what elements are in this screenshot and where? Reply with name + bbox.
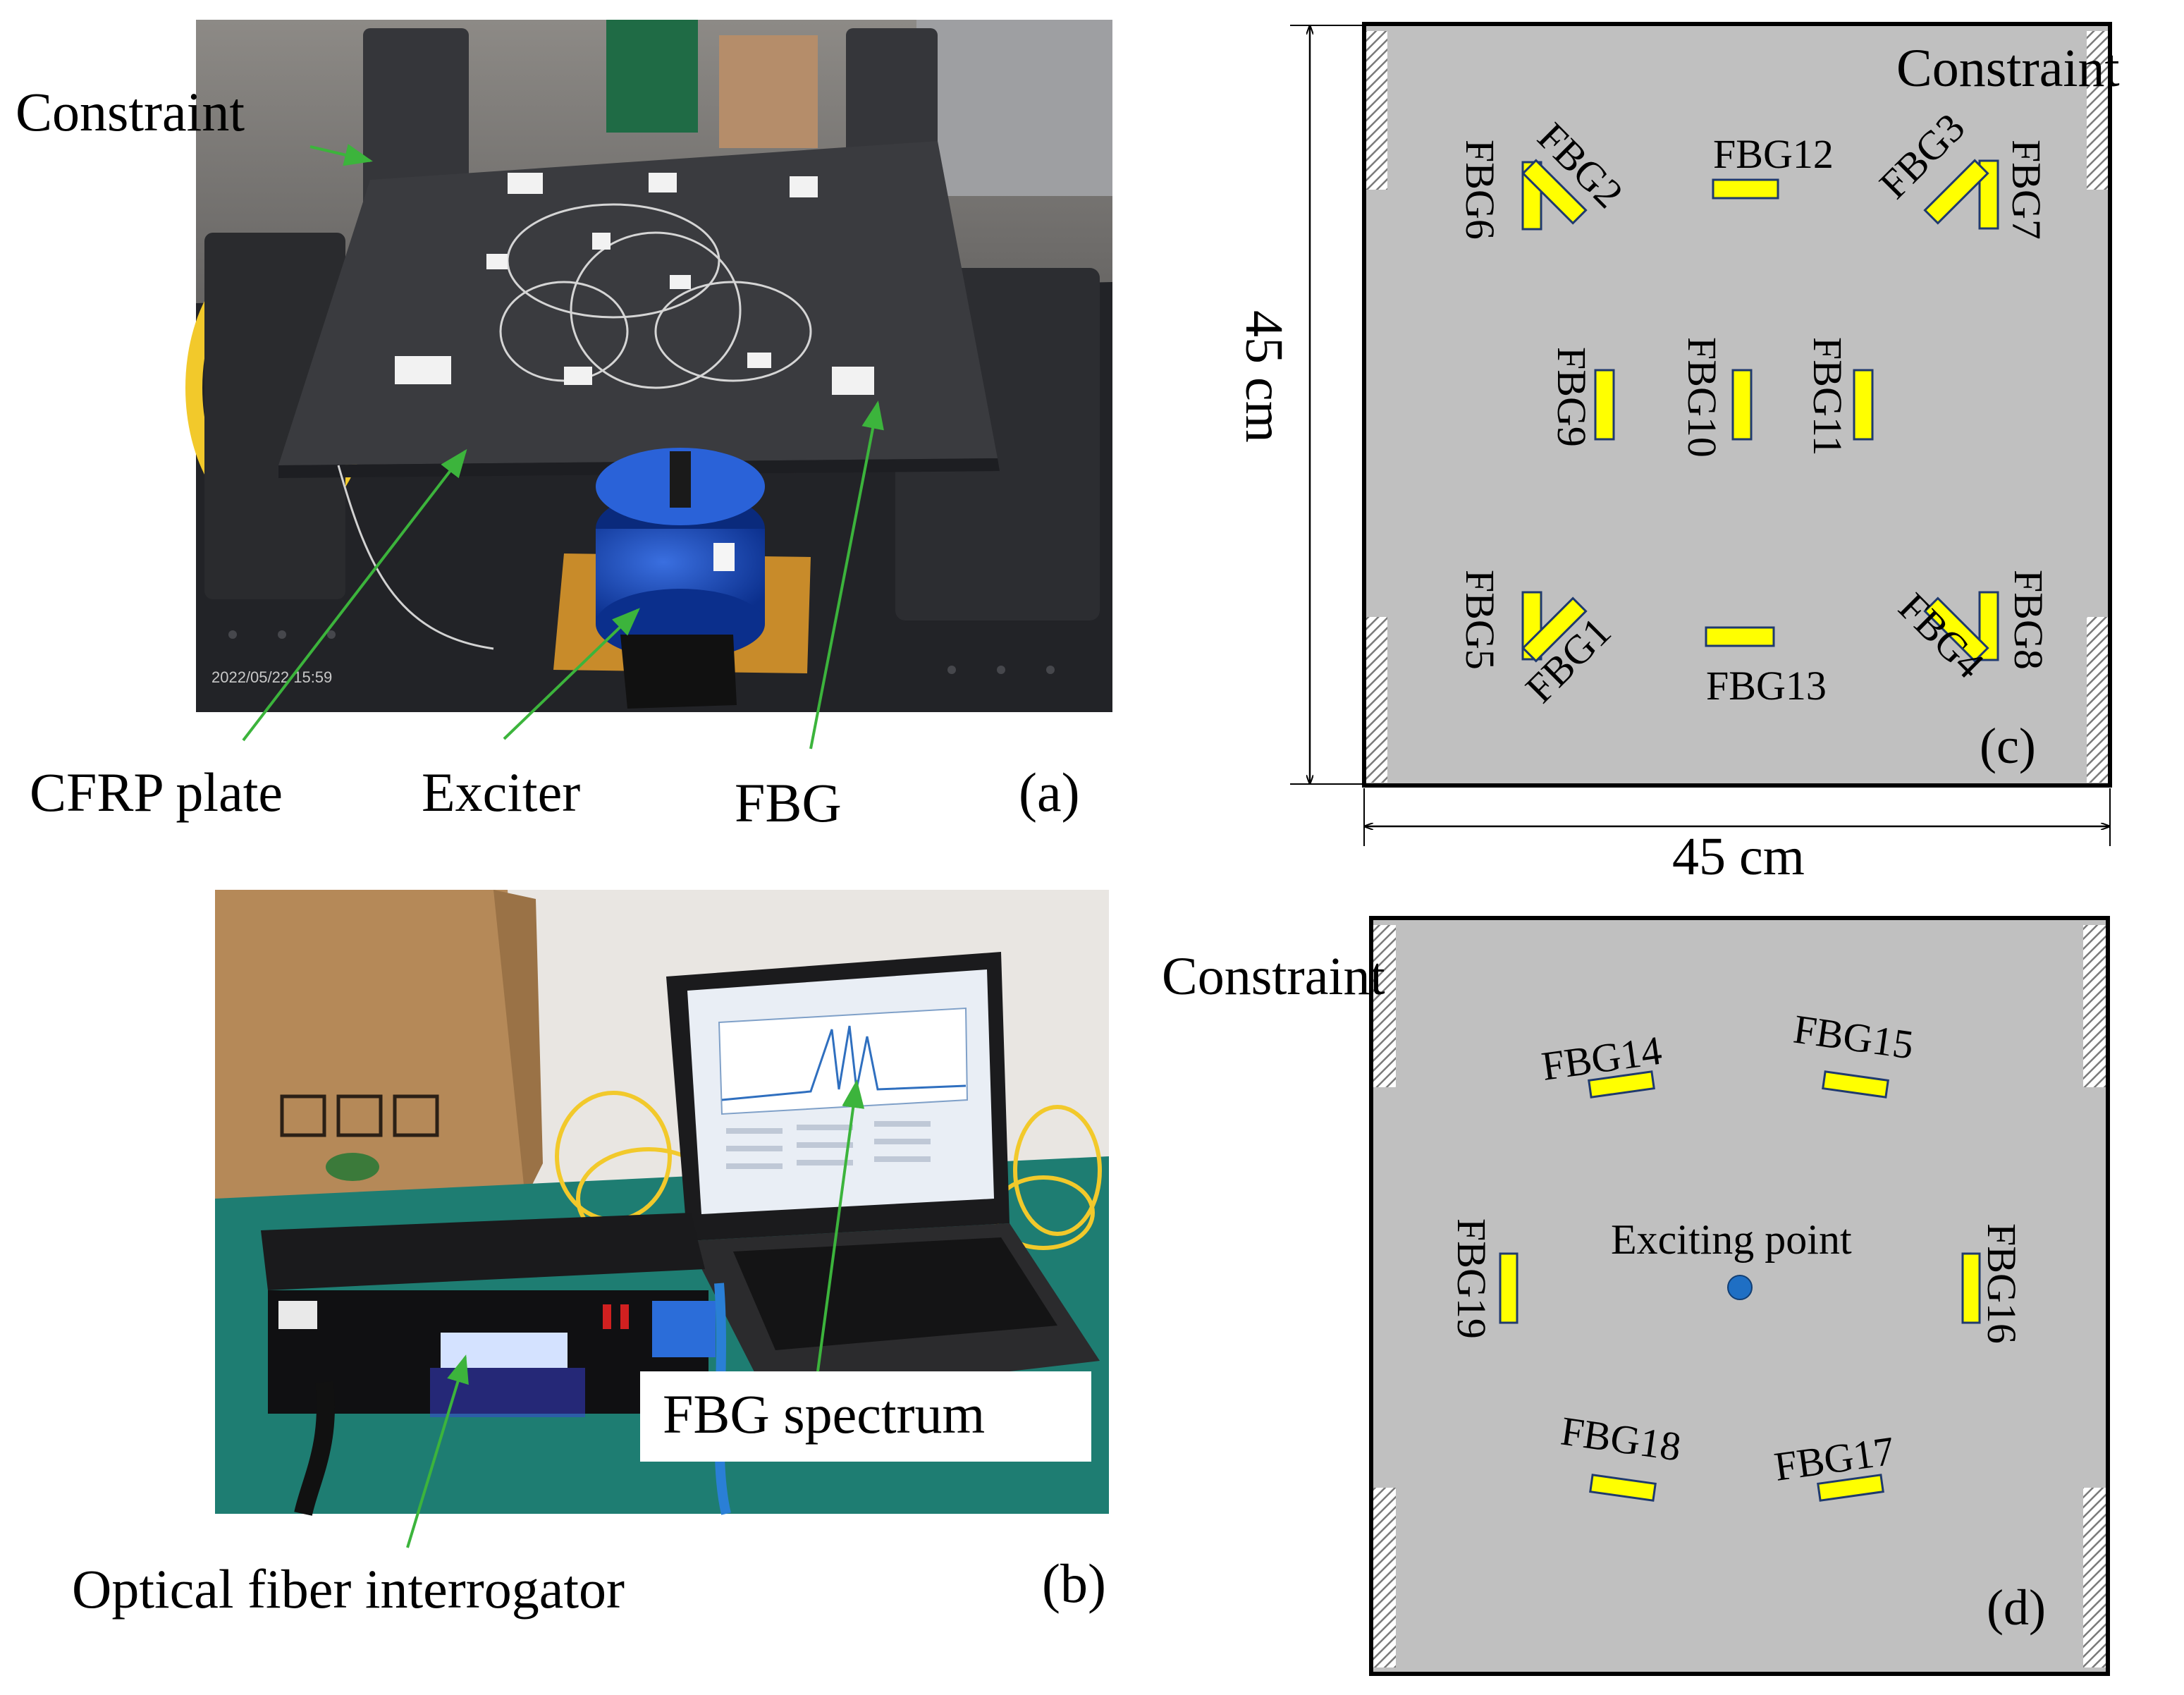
constraint-hatch xyxy=(1366,31,1387,190)
fbg16-label: FBG16 xyxy=(1979,1223,2025,1344)
fbg9-label: FBG9 xyxy=(1549,347,1595,447)
interrogator-label: Optical fiber interrogator xyxy=(72,1558,625,1620)
constraint-hatch xyxy=(2083,925,2106,1087)
panel-d: Constraint Exciting point FBG14 FBG15 FB… xyxy=(1162,916,2110,1676)
fbg10-sensor xyxy=(1731,369,1753,441)
panel-b: FBG spectrum Optical fiber interrogator … xyxy=(72,890,1109,1620)
spectrum-label-box xyxy=(640,1371,1091,1462)
panel-b-label: (b) xyxy=(1042,1553,1106,1614)
fbg10-label: FBG10 xyxy=(1679,337,1725,458)
fbg8-label: FBG8 xyxy=(2006,570,2051,670)
fbg19-label: FBG19 xyxy=(1449,1218,1495,1339)
constraint-hatch xyxy=(2087,31,2108,190)
cfrp-plate-label: CFRP plate xyxy=(30,761,283,823)
fbg-arrow xyxy=(809,400,884,749)
constraint-hatch xyxy=(1373,925,1396,1087)
constraint-hatch xyxy=(1373,1488,1396,1668)
fbg4-sensor xyxy=(1923,596,1989,663)
cfrp-plate-arrow xyxy=(242,448,467,742)
panel-c: 45 cm 45 cm Constraint FBG6 xyxy=(1234,22,2120,886)
fbg12-label: FBG12 xyxy=(1713,131,1834,177)
fbg15-sensor xyxy=(1822,1070,1889,1099)
fbg11-sensor xyxy=(1853,369,1874,441)
fbg2-sensor xyxy=(1521,159,1588,225)
fbg5-label: FBG5 xyxy=(1457,570,1503,670)
interrogator-arrow xyxy=(406,1354,469,1548)
exciting-point-marker xyxy=(1727,1275,1753,1300)
height-dimension-label: 45 cm xyxy=(1234,310,1294,443)
fbg17-sensor xyxy=(1817,1474,1884,1502)
spectrum-label: FBG spectrum xyxy=(663,1383,985,1445)
fbg1-sensor xyxy=(1521,596,1588,663)
exciting-point-label: Exciting point xyxy=(1611,1216,1852,1263)
panel-a-label: (a) xyxy=(1019,761,1080,823)
exciter-arrow xyxy=(503,608,640,740)
exciter-label: Exciter xyxy=(422,761,580,823)
fbg8-sensor xyxy=(1978,591,1999,661)
constraint-hatch xyxy=(1366,617,1387,783)
fbg13-sensor xyxy=(1705,626,1775,647)
fbg-label: FBG xyxy=(735,772,842,833)
fbg19-sensor xyxy=(1499,1252,1519,1324)
width-dimension-label: 45 cm xyxy=(1672,827,1805,886)
fbg9-sensor xyxy=(1594,369,1615,441)
panel-d-label: (d) xyxy=(1987,1579,2046,1636)
constraint-label-d: Constraint xyxy=(1162,947,1385,1006)
fbg13-label: FBG13 xyxy=(1706,663,1827,709)
constraint-arrow xyxy=(309,144,373,166)
constraint-hatch xyxy=(2087,617,2108,783)
fbg11-label: FBG11 xyxy=(1805,337,1851,456)
fbg16-sensor xyxy=(1961,1252,1981,1324)
fbg6-label: FBG6 xyxy=(1457,140,1503,240)
fbg18-sensor xyxy=(1589,1474,1657,1502)
photo-timestamp: 2022/05/22 15:59 xyxy=(211,668,332,686)
constraint-label-c: Constraint xyxy=(1896,39,2120,98)
constraint-hatch xyxy=(2083,1488,2106,1668)
spectrum-arrow xyxy=(816,1079,865,1372)
panel-a: 2022/05/22 15:59 Constraint CFRP plate E… xyxy=(16,20,1112,833)
fbg12-sensor xyxy=(1712,178,1779,200)
fbg14-sensor xyxy=(1588,1070,1655,1099)
panel-c-label: (c) xyxy=(1980,718,2036,774)
photo-a: 2022/05/22 15:59 xyxy=(185,20,1112,712)
fbg3-sensor xyxy=(1923,159,1989,225)
constraint-label-a: Constraint xyxy=(16,81,245,142)
fbg7-label: FBG7 xyxy=(2004,140,2049,240)
